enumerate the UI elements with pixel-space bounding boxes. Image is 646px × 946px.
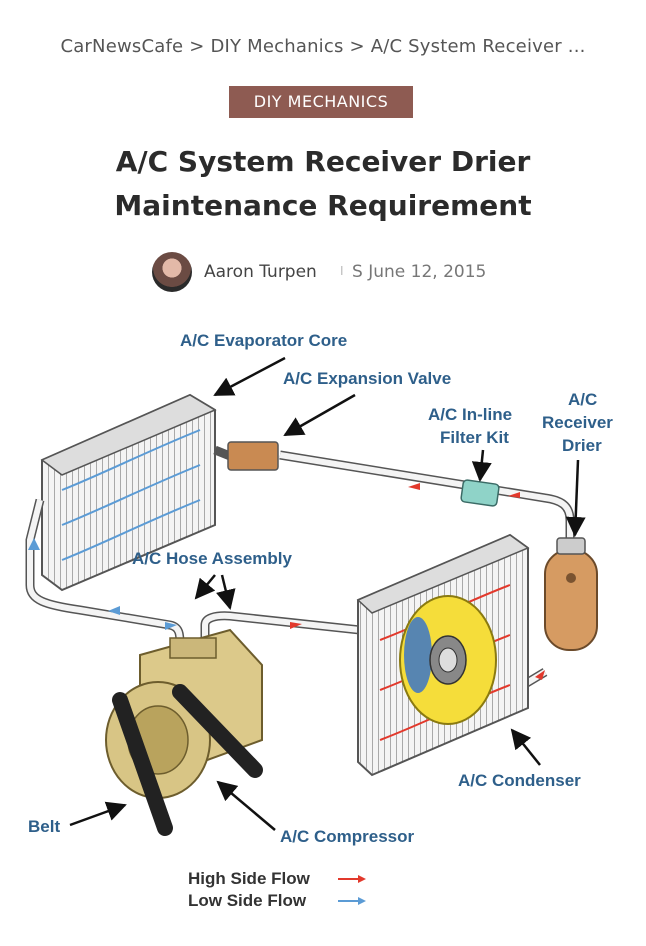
- label-evaporator-core: A/C Evaporator Core: [180, 331, 347, 350]
- publish-date: S June 12, 2015: [352, 262, 486, 282]
- receiver-drier: [544, 537, 598, 651]
- high-side-flow-arrows: [290, 483, 545, 680]
- flow-legend: High Side Flow Low Side Flow: [188, 869, 366, 910]
- label-filter-line1: A/C In-line: [428, 405, 512, 424]
- page-title: A/C System Receiver Drier Maintenance Re…: [114, 145, 532, 222]
- breadcrumb-separator: >: [349, 36, 365, 57]
- category-badge[interactable]: DIY MECHANICS: [229, 86, 413, 118]
- breadcrumb-home-link[interactable]: CarNewsCafe: [60, 36, 184, 57]
- inline-filter: [460, 479, 500, 507]
- expansion-valve: [227, 441, 279, 471]
- date-prefix: S: [352, 262, 363, 282]
- legend-high-side: High Side Flow: [188, 869, 311, 888]
- label-hose-assembly: A/C Hose Assembly: [132, 549, 293, 568]
- label-receiver-line2: Receiver: [542, 413, 613, 432]
- byline: Aaron Turpen I S June 12, 2015: [0, 250, 646, 294]
- breadcrumb-separator: >: [189, 36, 205, 57]
- label-expansion-valve: A/C Expansion Valve: [283, 369, 451, 388]
- belt: [112, 684, 263, 836]
- date-value: June 12, 2015: [368, 262, 487, 282]
- breadcrumb: CarNewsCafe > DIY Mechanics > A/C System…: [0, 36, 646, 57]
- breadcrumb-category-link[interactable]: DIY Mechanics: [210, 36, 344, 57]
- breadcrumb-current: A/C System Receiver ...: [370, 36, 586, 57]
- byline-separator: I: [340, 264, 344, 278]
- label-receiver-line1: A/C: [568, 390, 597, 409]
- ac-system-diagram: A/C Evaporator Core A/C Expansion Valve …: [25, 331, 613, 910]
- evaporator-core: [40, 393, 217, 592]
- label-belt: Belt: [28, 817, 60, 836]
- author-link[interactable]: Aaron Turpen: [204, 262, 317, 282]
- label-filter-line2: Filter Kit: [440, 428, 509, 447]
- condenser-fan: [399, 595, 497, 725]
- label-pointers: [69, 356, 586, 831]
- low-side-flow-arrows: [28, 538, 177, 630]
- legend-low-side: Low Side Flow: [188, 891, 307, 910]
- label-compressor: A/C Compressor: [280, 827, 415, 846]
- label-receiver-line3: Drier: [562, 436, 602, 455]
- avatar[interactable]: [152, 252, 192, 292]
- label-condenser: A/C Condenser: [458, 771, 581, 790]
